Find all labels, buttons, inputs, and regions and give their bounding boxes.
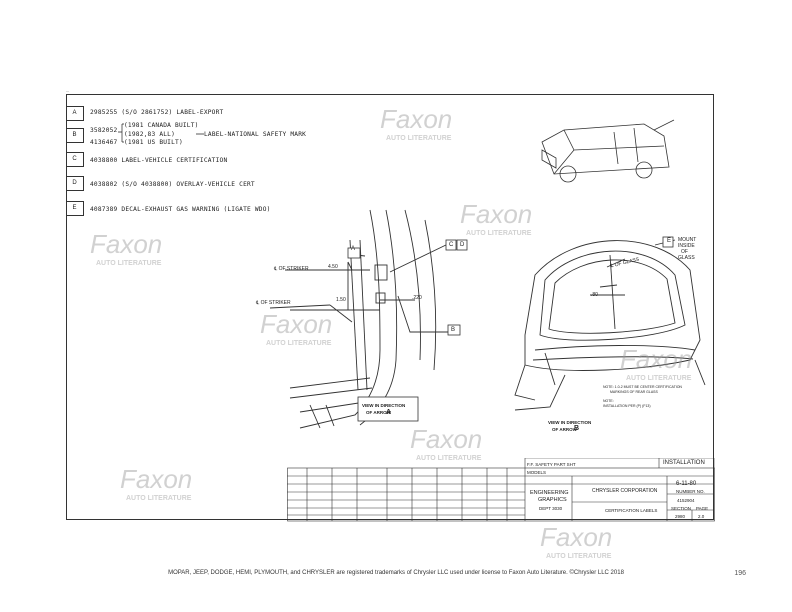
- title-block-drawing-title: CERTIFICATION LABELS: [605, 508, 658, 513]
- legend-item-b-line3: (1981 US BUILT): [124, 139, 183, 146]
- legend-item-b-part2: 4136467: [90, 139, 118, 146]
- trademark-footer: MOPAR, JEEP, DODGE, HEMI, PLYMOUTH, and …: [168, 570, 624, 576]
- view-arrow-b: B: [574, 425, 580, 432]
- view-arrow-a: A: [386, 409, 392, 416]
- legend-letter-b: B: [66, 128, 84, 143]
- watermark-logo: Faxon AUTO LITERATURE: [540, 522, 612, 560]
- svg-text:AUTO LITERATURE: AUTO LITERATURE: [546, 553, 612, 560]
- title-block-date: 6-11-80: [676, 481, 697, 487]
- title-block-page: 2.0: [698, 514, 705, 519]
- legend-item-c: 4038800 LABEL-VEHICLE CERTIFICATION: [90, 157, 228, 164]
- title-block-models: MODELS: [527, 470, 547, 475]
- legend-item-e: 4087389 DECAL-EXHAUST GAS WARNING (LIGAT…: [90, 206, 271, 213]
- view-label-a-line2: OF ARROW: [366, 410, 391, 415]
- title-block-dept-2: GRAPHICS: [538, 497, 567, 503]
- title-block-section-label: SECTION: [671, 506, 692, 511]
- dimension-450: 4.50: [328, 264, 338, 270]
- corner-mark: —: [66, 89, 69, 93]
- legend-item-a: 2985255 (S/O 2861752) LABEL-EXPORT: [90, 109, 224, 116]
- legend-item-b-label: LABEL-NATIONAL SAFETY MARK: [204, 131, 307, 138]
- legend-item-b-line2: (1982,83 ALL): [124, 131, 176, 138]
- striker-label-1: ℄ OF STRIKER: [274, 266, 309, 272]
- dimension-220: .220: [412, 295, 422, 301]
- legend-letter-a: A: [66, 106, 84, 121]
- view-label-b-line2: OF ARROW: [552, 427, 577, 432]
- title-block-company: CHRYSLER CORPORATION: [592, 488, 658, 494]
- note-line-2: MARKINGS OF REAR GLASS: [610, 390, 658, 394]
- title-block-page-label: PAGE: [696, 506, 709, 511]
- svg-text:Faxon: Faxon: [540, 522, 612, 552]
- legend-letter-d: D: [66, 176, 84, 191]
- mount-note-2: INSIDE: [678, 243, 695, 249]
- legend-letter-c: C: [66, 152, 84, 167]
- door-pillar-drawing: [269, 209, 468, 429]
- view-label-b-line1: VIEW IN DIRECTION: [548, 420, 592, 425]
- dimension-80: .80: [591, 292, 598, 298]
- legend-item-b-line1: (1981 CANADA BUILT): [124, 122, 199, 129]
- callout-c: C: [449, 242, 454, 248]
- title-block-dept-no: DEPT 3030: [539, 506, 563, 511]
- callout-b: B: [451, 327, 456, 333]
- dimension-150: 1.50: [336, 297, 346, 303]
- legend-b-bracket: [118, 123, 204, 143]
- legend-letter-e: E: [66, 201, 84, 216]
- callout-e: E: [667, 238, 672, 244]
- note-line-1: NOTE: 1.0-2 MUST BE CENTER CERTIFICATION: [603, 385, 682, 389]
- view-label-a-line1: VIEW IN DIRECTION: [362, 403, 406, 408]
- title-block-number: 4152904: [677, 498, 695, 503]
- mount-note-4: GLASS: [678, 255, 695, 261]
- title-block-dept-1: ENGINEERING: [530, 490, 569, 496]
- title-block-safety: F.F. SAFETY PART SHT: [527, 462, 576, 467]
- title-block-grid: [287, 458, 715, 522]
- drawing-frame: [66, 94, 714, 520]
- striker-label-2: ℄ OF STRIKER: [256, 300, 291, 306]
- liftgate-drawing: [514, 236, 706, 411]
- mount-note-1: MOUNT: [678, 237, 697, 243]
- callout-a: A: [351, 246, 356, 252]
- legend-item-b-part: 3582052: [90, 127, 118, 134]
- title-block-section: 2980: [675, 514, 686, 519]
- note-line-3: NOTE:: [603, 399, 614, 403]
- truck-sketch: [541, 119, 675, 183]
- mount-note-3: OF: [681, 249, 688, 255]
- note-line-4: INSTALLATION PER (P) (F13): [603, 404, 651, 408]
- title-block-header: INSTALLATION: [663, 460, 705, 466]
- title-block-number-label: NUMBER NO.: [676, 489, 705, 494]
- callout-d: D: [460, 242, 465, 248]
- page-number: 196: [734, 570, 746, 577]
- legend-item-d: 4038802 (S/O 4038800) OVERLAY-VEHICLE CE…: [90, 181, 255, 188]
